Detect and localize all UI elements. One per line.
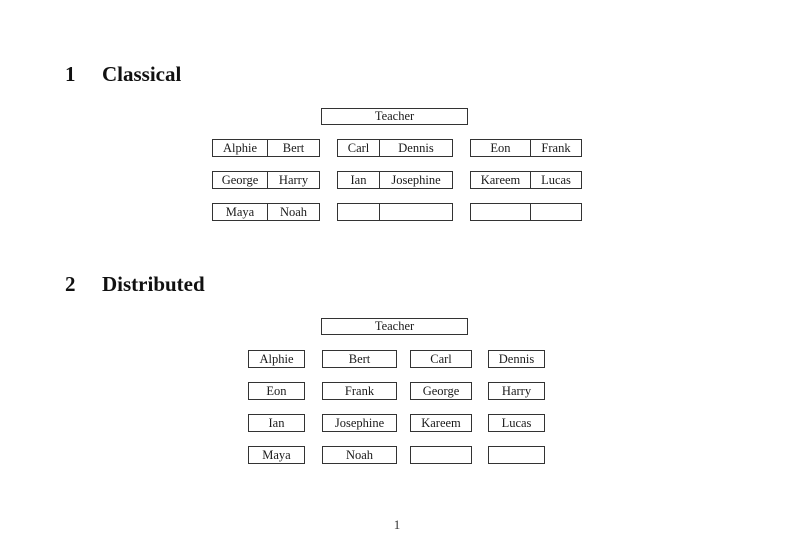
desk-cell: Lucas <box>541 172 571 187</box>
seat-name: Kareem <box>421 415 461 430</box>
section-heading-classical: 1 Classical <box>65 64 181 85</box>
desk-box: Maya Noah <box>212 203 320 221</box>
desk-box: Eon Frank <box>470 139 582 157</box>
seat-box: Dennis <box>488 350 545 368</box>
desk-cell: Eon <box>471 140 531 156</box>
page-number: 1 <box>393 517 401 532</box>
desk-cell <box>338 204 380 220</box>
desk-cell: Ian <box>338 172 380 188</box>
desk-cell: Dennis <box>398 140 434 155</box>
seat-box: Alphie <box>248 350 305 368</box>
seat-name: Carl <box>430 351 452 366</box>
desk-box: Kareem Lucas <box>470 171 582 189</box>
desk-box-empty <box>470 203 582 221</box>
desk-cell <box>531 204 581 220</box>
seat-name: Harry <box>501 383 532 398</box>
seat-name: George <box>422 383 460 398</box>
desk-cell: Alphie <box>213 140 268 156</box>
desk-cell: Kareem <box>471 172 531 188</box>
section-number: 2 <box>65 272 76 296</box>
seat-name: Ian <box>268 415 285 430</box>
section-number: 1 <box>65 62 76 86</box>
seat-box: Noah <box>322 446 397 464</box>
seat-box: Eon <box>248 382 305 400</box>
seat-name: Josephine <box>334 415 385 430</box>
seat-name: Maya <box>262 447 291 462</box>
seat-name: Noah <box>345 447 374 462</box>
desk-cell: Maya <box>213 204 268 220</box>
seat-box: Harry <box>488 382 545 400</box>
teacher-label: Teacher <box>374 319 415 334</box>
desk-cell: Frank <box>541 140 571 155</box>
section-heading-distributed: 2 Distributed <box>65 274 205 295</box>
seat-box: Kareem <box>410 414 472 432</box>
seat-name: Bert <box>348 351 371 366</box>
seat-box: Frank <box>322 382 397 400</box>
seat-box: Josephine <box>322 414 397 432</box>
desk-box: Carl Dennis <box>337 139 453 157</box>
seat-name: Eon <box>266 383 287 398</box>
section-title: Distributed <box>102 272 205 296</box>
seat-name: Alphie <box>259 351 294 366</box>
teacher-label: Teacher <box>374 109 415 124</box>
teacher-box: Teacher <box>321 108 468 125</box>
desk-cell: Harry <box>278 172 309 187</box>
seat-box-empty <box>488 446 545 464</box>
desk-cell <box>471 204 531 220</box>
seat-name <box>489 447 544 463</box>
seat-box: Carl <box>410 350 472 368</box>
seat-name: Frank <box>344 383 375 398</box>
desk-box: George Harry <box>212 171 320 189</box>
teacher-box: Teacher <box>321 318 468 335</box>
desk-box: Alphie Bert <box>212 139 320 157</box>
seat-name <box>411 447 471 463</box>
desk-cell <box>380 204 452 220</box>
seat-box: Lucas <box>488 414 545 432</box>
seat-box: Ian <box>248 414 305 432</box>
seat-name: Dennis <box>498 351 535 366</box>
seat-box-empty <box>410 446 472 464</box>
seat-box: Bert <box>322 350 397 368</box>
desk-box-empty <box>337 203 453 221</box>
desk-cell: Carl <box>338 140 380 156</box>
desk-cell: George <box>213 172 268 188</box>
desk-cell: Bert <box>282 140 305 155</box>
seat-name: Lucas <box>501 415 532 430</box>
seat-box: Maya <box>248 446 305 464</box>
desk-box: Ian Josephine <box>337 171 453 189</box>
section-title: Classical <box>102 62 182 86</box>
seat-box: George <box>410 382 472 400</box>
desk-cell: Noah <box>279 204 308 219</box>
desk-cell: Josephine <box>391 172 441 187</box>
